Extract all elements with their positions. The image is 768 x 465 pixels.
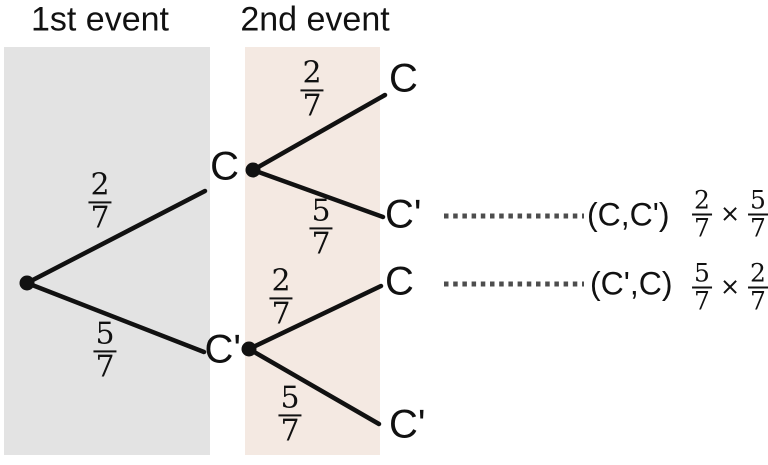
fraction-denominator: 7	[93, 349, 117, 384]
probability-product-cprime-c: 5 7 × 2 7	[692, 258, 768, 315]
probability-c-lower: 5 7	[309, 193, 333, 261]
branch-root-to-cprime	[24, 280, 207, 355]
product-fraction-1: 2 7	[692, 185, 712, 242]
outcome-label-c-cprime: (C,C')	[587, 196, 670, 233]
second-event-title: 2nd event	[240, 0, 390, 39]
leaf-label-c-c: C	[389, 56, 418, 101]
fraction-numerator: 5	[694, 258, 710, 288]
multiply-sign: ×	[719, 199, 741, 227]
outcome-label-cprime-c: (C',C)	[590, 265, 673, 302]
root-node-dot	[19, 275, 35, 291]
leaf-label-cprime-cprime: C'	[389, 402, 426, 447]
first-event-title: 1st event	[31, 0, 169, 39]
probability-cprime-upper: 2 7	[269, 263, 293, 331]
fraction-denominator: 7	[692, 213, 712, 242]
product-fraction-2: 5 7	[748, 185, 768, 242]
fraction-denominator: 7	[269, 296, 293, 331]
fraction-denominator: 7	[692, 286, 712, 315]
fraction-numerator: 5	[750, 185, 766, 215]
cprime-node-dot	[241, 341, 257, 357]
product-fraction-1: 5 7	[692, 258, 712, 315]
branch-cprime-to-c	[246, 283, 384, 352]
product-fraction-2: 2 7	[748, 258, 768, 315]
probability-root-lower: 5 7	[93, 316, 117, 384]
fraction-denominator: 7	[748, 213, 768, 242]
c-node-dot	[245, 162, 261, 178]
fraction-numerator: 2	[302, 55, 322, 91]
fraction-numerator: 5	[311, 193, 331, 229]
fraction-numerator: 2	[90, 167, 110, 203]
branch-cprime-to-cprime	[246, 346, 382, 427]
fraction-denominator: 7	[309, 226, 333, 261]
fraction-denominator: 7	[300, 88, 324, 123]
probability-root-upper: 2 7	[88, 167, 112, 235]
node-label-cprime: C'	[204, 327, 241, 372]
branch-c-to-c	[250, 92, 388, 173]
node-label-c: C	[210, 144, 239, 189]
leaf-label-cprime-c: C	[385, 259, 414, 304]
branch-root-to-c	[24, 188, 208, 286]
probability-c-upper: 2 7	[300, 55, 324, 123]
fraction-denominator: 7	[88, 200, 112, 235]
leaf-label-c-cprime: C'	[385, 192, 422, 237]
fraction-numerator: 5	[95, 316, 115, 352]
fraction-numerator: 2	[271, 263, 291, 299]
fraction-numerator: 5	[280, 380, 300, 416]
branch-c-to-cprime	[250, 167, 386, 220]
fraction-numerator: 2	[750, 258, 766, 288]
fraction-denominator: 7	[748, 286, 768, 315]
multiply-sign: ×	[719, 272, 741, 300]
first-event-band	[4, 47, 210, 455]
probability-cprime-lower: 5 7	[278, 380, 302, 448]
fraction-numerator: 2	[694, 185, 710, 215]
probability-product-c-cprime: 2 7 × 5 7	[692, 185, 768, 242]
fraction-denominator: 7	[278, 413, 302, 448]
